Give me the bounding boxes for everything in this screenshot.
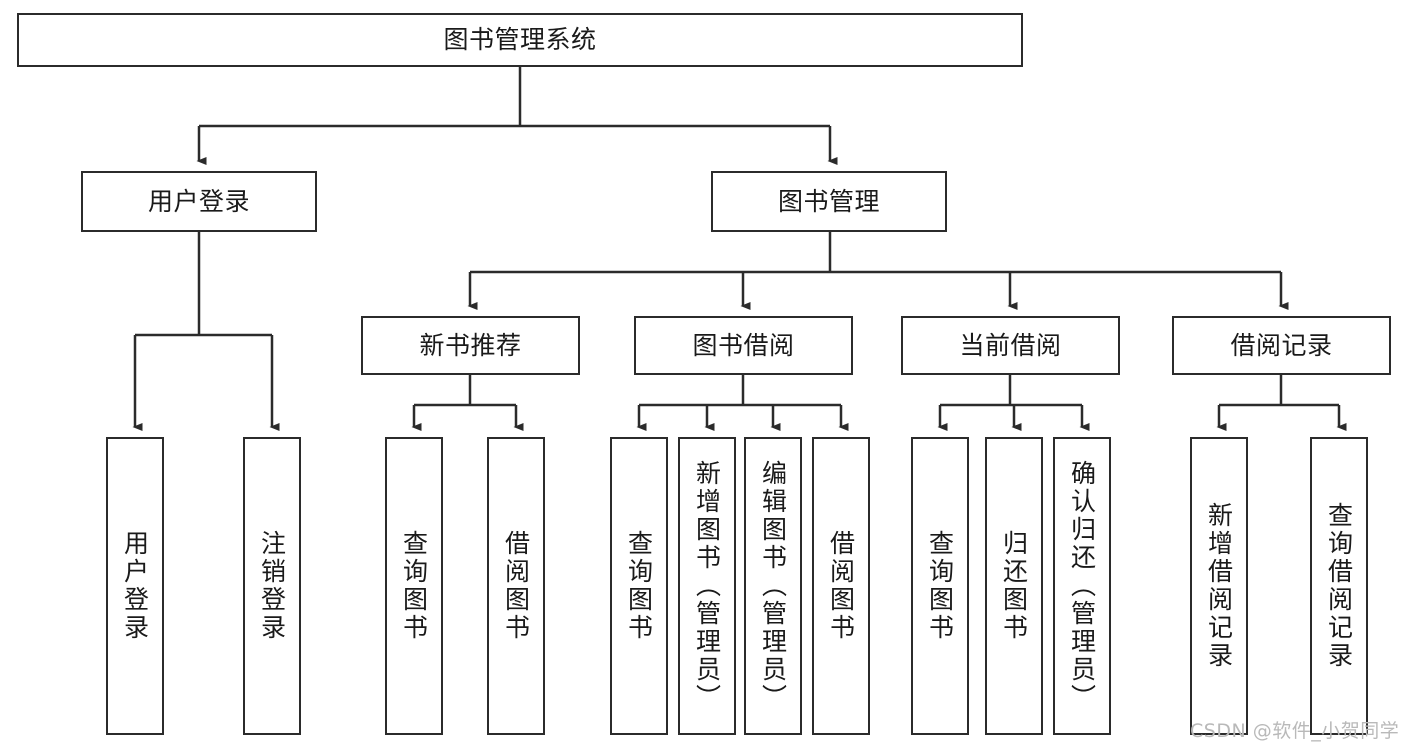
node-borrow-record[interactable]: 借阅记录 — [1172, 316, 1391, 375]
node-user-login[interactable]: 用户登录 — [81, 171, 317, 232]
node-leaf-query-book-rec[interactable]: 查询图书 — [385, 437, 443, 735]
node-leaf-add-book[interactable]: 新增图书（管理员） — [678, 437, 736, 735]
node-leaf-query-book-cur-label: 查询图书 — [925, 530, 955, 642]
node-current-borrow-label: 当前借阅 — [959, 330, 1062, 360]
node-leaf-query-book-rec-label: 查询图书 — [399, 530, 429, 642]
node-new-book-rec[interactable]: 新书推荐 — [361, 316, 580, 375]
csdn-watermark: CSDN @软件_小贺同学 — [1190, 720, 1400, 742]
node-leaf-add-record[interactable]: 新增借阅记录 — [1190, 437, 1248, 735]
node-borrow-record-label: 借阅记录 — [1230, 330, 1333, 360]
node-leaf-query-record-label: 查询借阅记录 — [1324, 502, 1354, 670]
node-leaf-return-book[interactable]: 归还图书 — [985, 437, 1043, 735]
node-leaf-confirm-return[interactable]: 确认归还（管理员） — [1053, 437, 1111, 735]
node-leaf-user-login-label: 用户登录 — [120, 530, 150, 642]
node-root-label: 图书管理系统 — [443, 25, 597, 55]
node-leaf-borrow-book-label: 借阅图书 — [826, 530, 856, 642]
node-leaf-add-book-label: 新增图书（管理员） — [692, 460, 722, 712]
node-new-book-rec-label: 新书推荐 — [419, 330, 522, 360]
node-leaf-logout-label: 注销登录 — [257, 530, 287, 642]
node-leaf-add-record-label: 新增借阅记录 — [1204, 502, 1234, 670]
node-leaf-confirm-return-label: 确认归还（管理员） — [1067, 460, 1097, 712]
node-user-login-label: 用户登录 — [147, 186, 250, 216]
node-book-borrow-label: 图书借阅 — [692, 330, 795, 360]
node-leaf-query-record[interactable]: 查询借阅记录 — [1310, 437, 1368, 735]
node-leaf-borrow-book-rec-label: 借阅图书 — [501, 530, 531, 642]
node-current-borrow[interactable]: 当前借阅 — [901, 316, 1120, 375]
node-book-manage-label: 图书管理 — [777, 186, 880, 216]
node-root-system[interactable]: 图书管理系统 — [17, 13, 1023, 67]
node-leaf-edit-book[interactable]: 编辑图书（管理员） — [744, 437, 802, 735]
node-leaf-logout[interactable]: 注销登录 — [243, 437, 301, 735]
node-book-manage[interactable]: 图书管理 — [711, 171, 947, 232]
node-leaf-query-book-label: 查询图书 — [624, 530, 654, 642]
node-leaf-borrow-book[interactable]: 借阅图书 — [812, 437, 870, 735]
node-leaf-query-book[interactable]: 查询图书 — [610, 437, 668, 735]
node-leaf-edit-book-label: 编辑图书（管理员） — [758, 460, 788, 712]
node-leaf-user-login[interactable]: 用户登录 — [106, 437, 164, 735]
node-leaf-return-book-label: 归还图书 — [999, 530, 1029, 642]
node-book-borrow[interactable]: 图书借阅 — [634, 316, 853, 375]
node-leaf-borrow-book-rec[interactable]: 借阅图书 — [487, 437, 545, 735]
node-leaf-query-book-cur[interactable]: 查询图书 — [911, 437, 969, 735]
